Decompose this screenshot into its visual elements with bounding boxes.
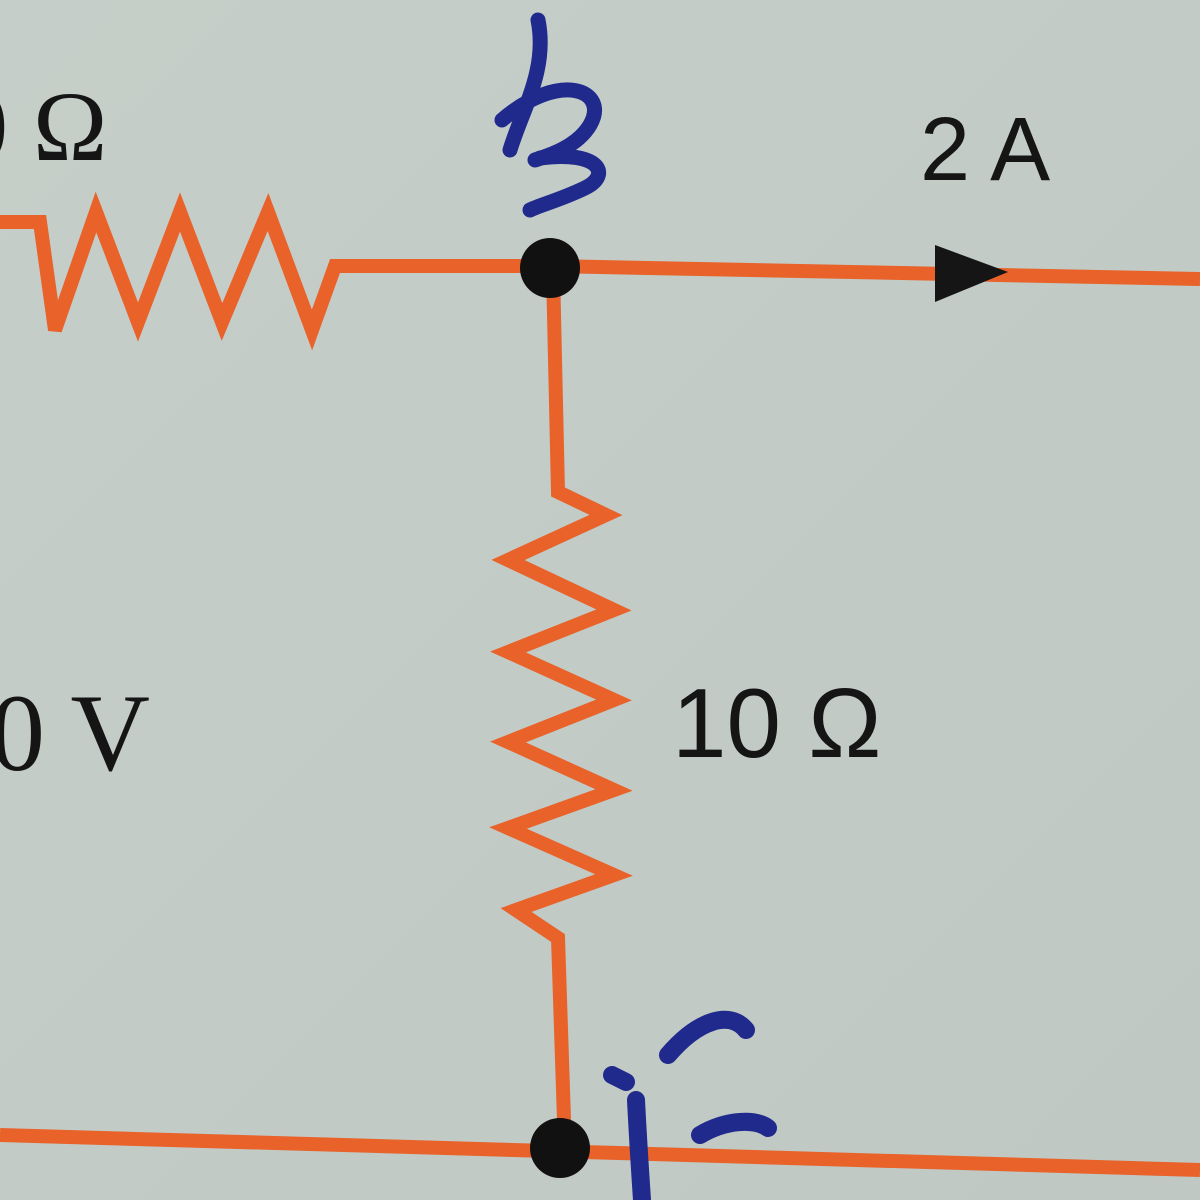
- handwritten-node-label-f: [603, 1010, 777, 1200]
- top-left-resistor-label: 0 Ω: [0, 71, 107, 182]
- source-voltage-label: 0 V: [0, 672, 150, 794]
- junction-node-top: [520, 238, 580, 298]
- current-arrow-icon: [935, 245, 1008, 302]
- current-label: 2 A: [920, 100, 1050, 200]
- handwritten-node-label-b: [494, 12, 607, 218]
- bottom-wire: [0, 1128, 1200, 1177]
- middle-resistor-label: 10 Ω: [672, 668, 882, 778]
- junction-node-bottom: [530, 1118, 590, 1178]
- top-right-wire: [549, 259, 1200, 286]
- top-left-resistor: [0, 191, 557, 351]
- middle-resistor: [489, 263, 633, 1157]
